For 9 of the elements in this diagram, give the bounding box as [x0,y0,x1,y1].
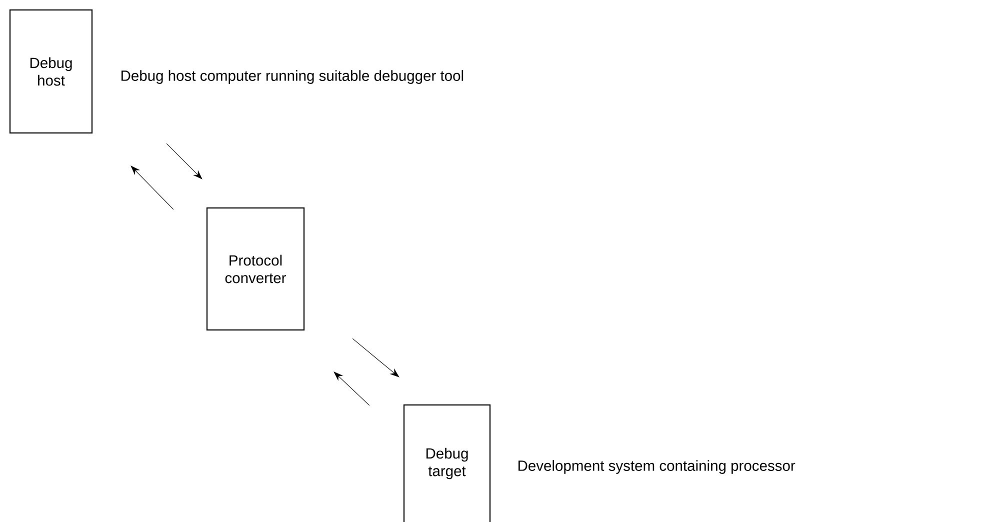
description-text: Development system containing processor [518,460,796,474]
arrow [352,338,400,378]
description-text: Debug host computer running suitable debugger tool [122,70,464,84]
arrow [166,143,202,180]
arrow [130,166,174,210]
box-label: Debug host [30,57,72,86]
box-label: Protocol converter [225,254,286,284]
arrow [334,372,370,406]
box-label: Debug target [426,448,468,480]
